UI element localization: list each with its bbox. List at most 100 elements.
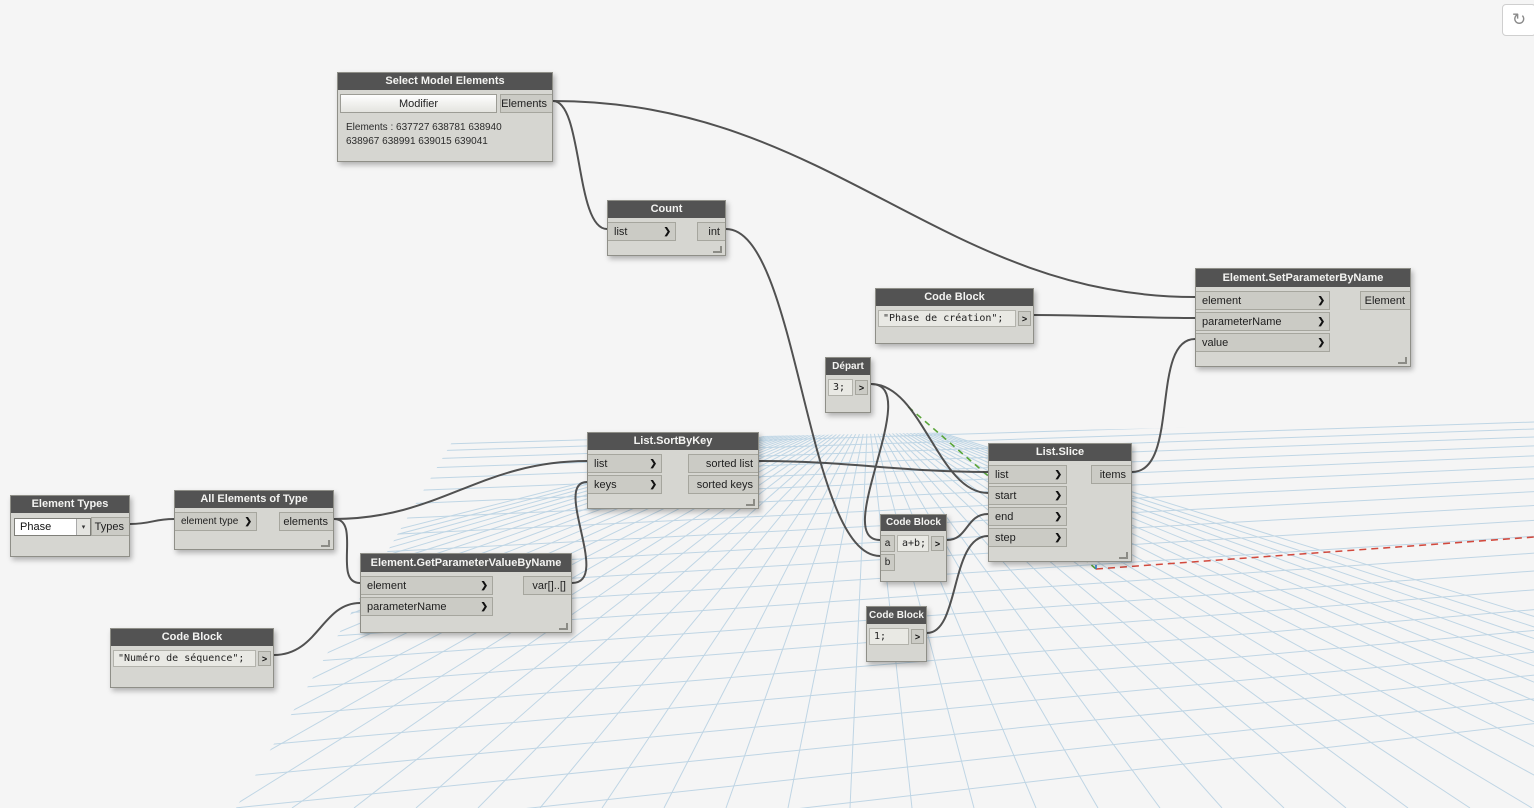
port-label: elements [283,515,328,528]
node-list-sort-by-key[interactable]: List.SortByKey list ❯ sorted list keys ❯… [587,432,759,509]
input-port-list[interactable]: list ❯ [989,465,1067,484]
wire-count-to-sum-b[interactable] [725,228,881,557]
output-port-var[interactable]: var[]..[] [523,576,571,595]
port-chevron-icon: ❯ [480,580,488,590]
node-title[interactable]: Code Block [111,629,273,646]
node-depart[interactable]: Départ 3; > [825,357,871,413]
node-title[interactable]: Code Block [881,515,946,531]
code-output-chevron-icon: > [914,631,921,642]
wire-items-to-setparam-value[interactable] [1131,338,1196,473]
lacing-indicator [746,499,755,506]
lacing-indicator [1398,357,1407,364]
node-all-elements-of-type[interactable]: All Elements of Type element type ❯ elem… [174,490,334,550]
node-element-types[interactable]: Element Types Phase ▾ Types [10,495,130,557]
wire-elements-to-sort-list[interactable] [333,460,588,520]
output-port[interactable]: > [911,629,924,644]
orbit-view-button[interactable]: ↻ [1502,4,1534,36]
node-title[interactable]: Code Block [876,289,1033,306]
port-chevron-icon: ❯ [1317,295,1325,305]
input-port-element[interactable]: element ❯ [1196,291,1330,310]
port-label: b [884,557,891,568]
node-title[interactable]: All Elements of Type [175,491,333,508]
wire-one-to-slice-step[interactable] [926,535,989,634]
input-port-list[interactable]: list ❯ [588,454,662,473]
output-port-types[interactable]: Types [91,517,129,536]
wire-elements-to-getparam-element[interactable] [333,518,361,584]
node-get-parameter-value-by-name[interactable]: Element.GetParameterValueByName element … [360,553,572,633]
input-port-keys[interactable]: keys ❯ [588,475,662,494]
orbit-icon: ↻ [1511,10,1527,29]
input-port-a[interactable]: a [881,535,895,552]
node-select-model-elements[interactable]: Select Model Elements Modifier Elements … [337,72,553,162]
input-port-end[interactable]: end ❯ [989,507,1067,526]
wire-elements-to-count-list[interactable] [552,100,608,230]
wire-phase-to-setparam-parametername[interactable] [1033,314,1196,319]
node-title[interactable]: Count [608,201,725,218]
input-port-element[interactable]: element ❯ [361,576,493,595]
code-input[interactable]: a+b; [897,535,929,552]
wire-sortedlist-to-slice-list[interactable] [758,460,989,473]
code-input[interactable]: 1; [869,628,909,645]
wire-depart-to-slice-start[interactable] [870,383,989,494]
output-port[interactable]: > [258,651,271,666]
output-port-elements[interactable]: Elements [500,94,552,113]
node-title[interactable]: Départ [826,358,870,375]
node-code-block-one[interactable]: Code Block 1; > [866,606,927,662]
node-title[interactable]: Element.SetParameterByName [1196,269,1410,287]
output-port-sorted-list[interactable]: sorted list [688,454,758,473]
node-title[interactable]: Element Types [11,496,129,513]
port-label: sorted keys [696,478,753,491]
port-label: Element [1364,294,1405,307]
node-title[interactable]: List.SortByKey [588,433,758,450]
code-input[interactable]: 3; [828,379,853,396]
wire-sequence-to-getparam-parametername[interactable] [273,602,361,656]
input-port-list[interactable]: list ❯ [608,222,676,241]
node-code-block-phase[interactable]: Code Block "Phase de création"; > [875,288,1034,344]
port-chevron-icon: ❯ [1054,511,1062,521]
wire-depart-to-sum-a[interactable] [863,383,890,541]
wire-var-to-sort-keys[interactable] [571,481,588,584]
input-port-value[interactable]: value ❯ [1196,333,1330,352]
output-port-sorted-keys[interactable]: sorted keys [688,475,758,494]
output-port[interactable]: > [931,536,944,551]
lacing-indicator [713,246,722,253]
node-title[interactable]: Code Block [867,607,926,624]
code-input[interactable]: "Phase de création"; [878,310,1016,327]
node-set-parameter-by-name[interactable]: Element.SetParameterByName element ❯ Ele… [1195,268,1411,367]
port-chevron-icon: ❯ [1054,469,1062,479]
wire-sum-to-slice-end[interactable] [946,513,989,541]
output-port-items[interactable]: items [1091,465,1131,484]
node-title[interactable]: Select Model Elements [338,73,552,90]
output-port-int[interactable]: int [697,222,725,241]
output-port[interactable]: > [855,380,868,395]
output-port[interactable]: > [1018,311,1031,326]
wire-elements-to-setparam-element[interactable] [552,100,1196,298]
type-dropdown[interactable]: Phase ▾ [14,517,91,536]
lacing-indicator [1119,552,1128,559]
node-code-block-sequence[interactable]: Code Block "Numéro de séquence"; > [110,628,274,688]
output-port-elements[interactable]: elements [279,512,333,531]
dropdown-selected-value: Phase [20,520,52,533]
input-port-parametername[interactable]: parameterName ❯ [1196,312,1330,331]
wire-types-to-elementtype[interactable] [129,518,175,525]
input-port-b[interactable]: b [881,554,895,571]
code-input[interactable]: "Numéro de séquence"; [113,650,256,667]
node-title[interactable]: List.Slice [989,444,1131,461]
input-port-step[interactable]: step ❯ [989,528,1067,547]
node-title[interactable]: Element.GetParameterValueByName [361,554,571,572]
port-chevron-icon: ❯ [244,516,252,526]
port-label: int [708,225,720,238]
input-port-element-type[interactable]: element type ❯ [175,512,257,531]
input-port-parametername[interactable]: parameterName ❯ [361,597,493,616]
node-list-slice[interactable]: List.Slice list ❯ items start ❯ end [988,443,1132,562]
modifier-button[interactable]: Modifier [340,94,497,113]
node-count[interactable]: Count list ❯ int [607,200,726,256]
node-code-block-sum[interactable]: Code Block a a+b; > b [880,514,947,582]
output-port-element[interactable]: Element [1360,291,1410,310]
port-label: start [995,489,1017,502]
port-label: list [614,225,628,238]
input-port-start[interactable]: start ❯ [989,486,1067,505]
code-output-chevron-icon: > [261,653,268,664]
code-output-chevron-icon: > [1021,313,1028,324]
